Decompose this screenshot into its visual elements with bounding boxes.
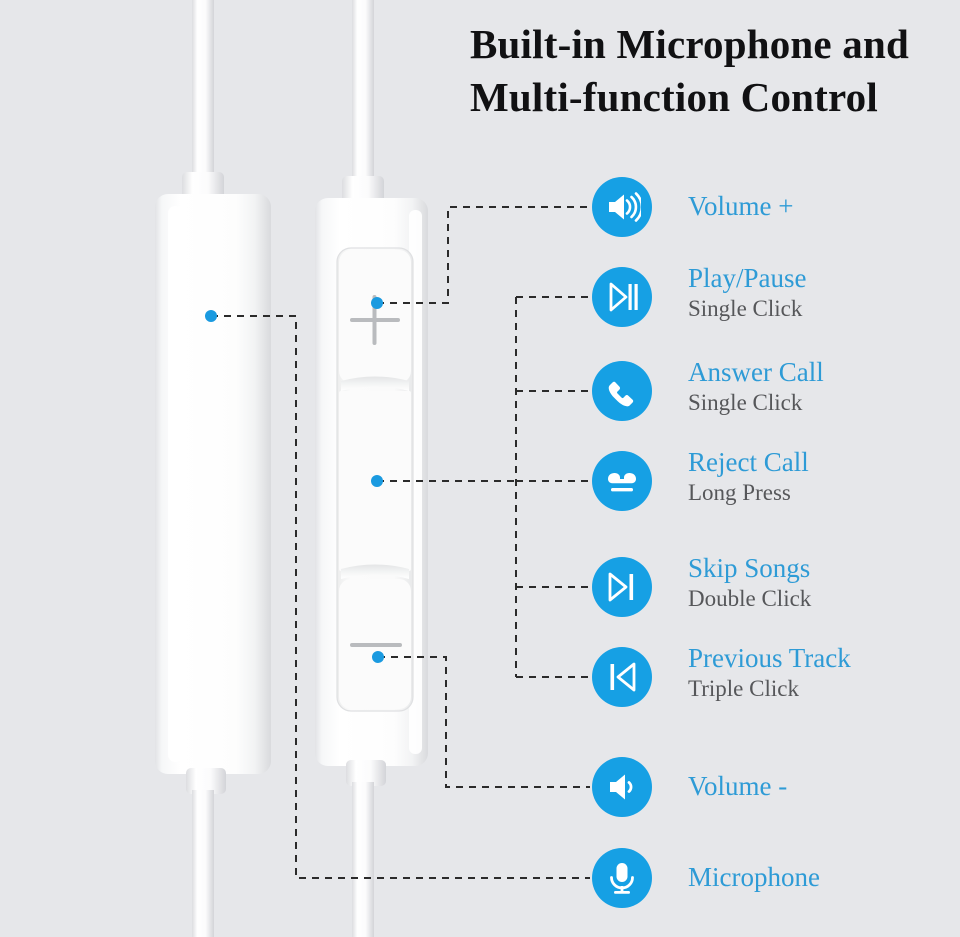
- legend-text-previous-track: Previous Track Triple Click: [688, 643, 960, 703]
- legend-sublabel: Single Click: [688, 296, 803, 321]
- right-lower-collar: [346, 760, 386, 786]
- reject-call-icon: [592, 451, 652, 511]
- legend-label: Skip Songs: [688, 553, 811, 583]
- right-upper-cable: [352, 0, 374, 202]
- anchor-dot-center-button: [371, 475, 383, 487]
- legend-text-microphone: Microphone: [688, 862, 960, 892]
- callout-anchor-dots: [205, 297, 384, 663]
- anchor-dot-volume-up: [371, 297, 383, 309]
- left-body-highlight: [168, 206, 183, 762]
- left-lower-cable: [192, 790, 214, 937]
- legend-label: Play/Pause: [688, 263, 807, 293]
- title-line-2: Multi-function Control: [470, 74, 878, 120]
- legend-label: Volume +: [688, 191, 794, 221]
- legend-label: Reject Call: [688, 447, 809, 477]
- legend-text-reject-call: Reject Call Long Press: [688, 447, 960, 507]
- legend-sublabel: Long Press: [688, 480, 791, 505]
- left-upper-cable: [192, 0, 214, 198]
- leader-volume-down: [378, 656, 590, 788]
- legend-label: Previous Track: [688, 643, 851, 673]
- button-separator-top: [341, 376, 409, 391]
- legend-sublabel: Single Click: [688, 390, 803, 415]
- callout-leader-lines: [211, 206, 590, 879]
- anchor-dot-microphone: [205, 310, 217, 322]
- button-separator-bottom: [341, 564, 409, 579]
- play-pause-icon: [592, 267, 652, 327]
- microphone-icon: [592, 848, 652, 908]
- legend-text-volume-up: Volume +: [688, 191, 960, 221]
- plus-mark-horizontal: [350, 318, 400, 322]
- legend-text-volume-down: Volume -: [688, 771, 960, 801]
- legend-sublabel: Triple Click: [688, 676, 799, 701]
- legend-text-skip-songs: Skip Songs Double Click: [688, 553, 960, 613]
- page-title: Built-in Microphone and Multi-function C…: [470, 18, 950, 124]
- volume-up-icon: [592, 177, 652, 237]
- left-upper-collar: [182, 172, 224, 200]
- left-lower-collar: [186, 768, 226, 794]
- anchor-dot-volume-down: [372, 651, 384, 663]
- left-module-group: [155, 0, 271, 937]
- minus-mark: [350, 643, 402, 647]
- volume-down-icon: [592, 757, 652, 817]
- legend-text-answer-call: Answer Call Single Click: [688, 357, 960, 417]
- legend-label: Answer Call: [688, 357, 824, 387]
- left-module-body: [155, 194, 271, 774]
- skip-forward-icon: [592, 557, 652, 617]
- legend-label: Microphone: [688, 862, 820, 892]
- legend-text-play-pause: Play/Pause Single Click: [688, 263, 960, 323]
- title-line-1: Built-in Microphone and: [470, 21, 909, 67]
- skip-backward-icon: [592, 647, 652, 707]
- leader-volume-up: [377, 206, 590, 304]
- answer-call-icon: [592, 361, 652, 421]
- legend-label: Volume -: [688, 771, 788, 801]
- legend-sublabel: Double Click: [688, 586, 812, 611]
- right-upper-collar: [342, 176, 384, 204]
- right-lower-cable: [352, 782, 374, 937]
- leader-microphone: [211, 315, 590, 879]
